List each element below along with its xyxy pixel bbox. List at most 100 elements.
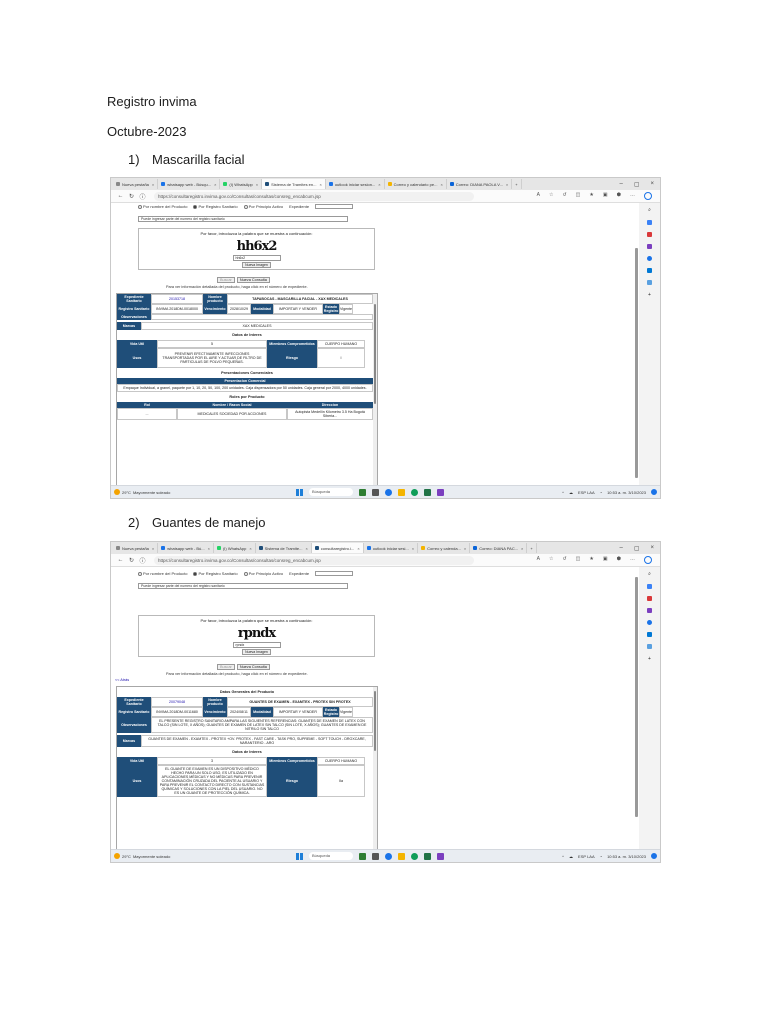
radio-producto[interactable]: Por nombre del Producto xyxy=(138,571,187,576)
tab-consultaregistro[interactable]: consultaregistro.i...× xyxy=(311,543,364,553)
maximize-icon[interactable]: ▢ xyxy=(633,181,640,188)
scroll-thumb[interactable] xyxy=(374,304,376,404)
new-tab-button[interactable]: + xyxy=(512,179,522,189)
windows-start-icon[interactable] xyxy=(296,488,303,496)
tab-correo[interactable]: Correo y calendario pe...× xyxy=(385,179,447,189)
language-indicator[interactable]: ESP LAA xyxy=(578,489,595,495)
close-icon[interactable]: × xyxy=(151,545,155,551)
outlook-icon[interactable] xyxy=(647,268,652,273)
refresh-icon[interactable]: ↺ xyxy=(562,192,567,198)
search-icon[interactable]: ⌕ xyxy=(648,571,651,577)
expediente-input[interactable] xyxy=(315,204,354,209)
cloud-icon[interactable]: ☁ xyxy=(569,489,574,495)
task-view-icon[interactable] xyxy=(372,488,379,496)
close-icon[interactable]: × xyxy=(319,181,322,187)
close-icon[interactable]: × xyxy=(305,545,308,551)
games-icon[interactable] xyxy=(647,256,652,261)
copilot-icon[interactable] xyxy=(644,556,652,564)
expediente-input[interactable] xyxy=(315,571,354,576)
star-icon[interactable]: ☆ xyxy=(548,192,554,198)
tab-correo-diana[interactable]: Correo: DIANA PAC...× xyxy=(470,543,528,553)
task-view-icon[interactable] xyxy=(372,852,379,860)
new-image-button[interactable]: Nueva Imagen xyxy=(242,649,271,655)
buscar-button[interactable]: Buscar xyxy=(217,277,235,283)
close-icon[interactable]: × xyxy=(378,181,381,187)
notification-icon[interactable] xyxy=(651,489,657,495)
radio-principio[interactable]: Por Principio Activo xyxy=(243,571,283,576)
expediente-value[interactable]: 20079048 xyxy=(151,697,203,707)
radio-registro[interactable]: Por Registro Sanitario xyxy=(193,571,238,576)
more-icon[interactable]: … xyxy=(630,192,635,198)
new-tab-button[interactable]: + xyxy=(527,543,537,553)
chevron-up-icon[interactable]: ^ xyxy=(562,489,565,495)
more-icon[interactable]: … xyxy=(630,556,635,562)
read-aloud-icon[interactable]: A xyxy=(536,556,540,562)
outlook-icon[interactable] xyxy=(647,632,652,637)
split-icon[interactable]: ◫ xyxy=(575,192,581,198)
copilot-icon[interactable] xyxy=(644,192,652,200)
close-icon[interactable]: × xyxy=(207,545,210,551)
tag-icon[interactable] xyxy=(647,220,652,225)
read-aloud-icon[interactable]: A xyxy=(536,192,540,198)
tab-whatsapp-search[interactable]: whatsapp web - Búsqu...× xyxy=(158,179,221,189)
close-window-icon[interactable]: × xyxy=(650,180,654,187)
close-window-icon[interactable]: × xyxy=(650,544,654,551)
favorites-icon[interactable]: ★ xyxy=(589,192,594,198)
excel-icon[interactable] xyxy=(424,852,431,860)
tab-whatsapp[interactable]: (I) WhatsApp× xyxy=(220,179,263,189)
chevron-up-icon[interactable]: ^ xyxy=(562,853,565,859)
close-icon[interactable]: × xyxy=(440,181,443,187)
people-icon[interactable] xyxy=(647,244,652,249)
search-icon[interactable]: ⌕ xyxy=(648,207,651,213)
info-icon[interactable]: ⓘ xyxy=(139,558,146,565)
new-image-button[interactable]: Nueva Imagen xyxy=(242,262,271,268)
close-icon[interactable]: × xyxy=(151,181,155,187)
edge-icon[interactable] xyxy=(385,852,392,860)
favorites-icon[interactable]: ★ xyxy=(589,556,594,562)
back-link[interactable]: << Atrás xyxy=(115,678,130,682)
drop-icon[interactable] xyxy=(647,644,652,649)
info-icon[interactable]: ⓘ xyxy=(139,194,146,201)
captcha-input[interactable]: hh6x2 xyxy=(232,255,281,261)
shopping-icon[interactable] xyxy=(647,232,652,237)
tab-sistema-tramites[interactable]: Sistema de Tramites en...× xyxy=(262,179,326,189)
chrome-icon[interactable] xyxy=(411,852,418,860)
people-icon[interactable] xyxy=(647,608,652,613)
split-icon[interactable]: ◫ xyxy=(575,556,581,562)
taskbar-search[interactable]: Búsqueda xyxy=(309,488,353,496)
add-icon[interactable]: + xyxy=(648,292,651,298)
nueva-consulta-button[interactable]: Nueva Consulta xyxy=(236,277,270,283)
tab-whatsapp[interactable]: (I) WhatsApp× xyxy=(214,543,256,553)
reload-icon[interactable]: ↻ xyxy=(128,557,135,564)
shopping-icon[interactable] xyxy=(647,596,652,601)
cloud-icon[interactable]: ☁ xyxy=(569,853,574,859)
minimize-icon[interactable]: – xyxy=(619,544,623,551)
close-icon[interactable]: × xyxy=(521,545,524,551)
back-icon[interactable]: ← xyxy=(117,557,124,563)
clock[interactable]: 10:53 a. m. 3/10/2023 xyxy=(607,490,646,495)
close-icon[interactable]: × xyxy=(411,545,415,551)
folder-icon[interactable] xyxy=(398,488,405,496)
tag-icon[interactable] xyxy=(647,584,652,589)
captcha-input[interactable]: rpndx xyxy=(232,642,281,648)
collections-icon[interactable]: ▣ xyxy=(602,192,608,198)
tab-correo[interactable]: Correo y calenda...× xyxy=(418,543,471,553)
page-scrollbar[interactable] xyxy=(635,248,638,478)
results-scrollbar[interactable] xyxy=(373,294,377,486)
page-scrollbar[interactable] xyxy=(635,577,638,817)
expediente-value[interactable]: 20153718 xyxy=(151,294,203,304)
url-field[interactable]: https://consultaregistro.invima.gov.co/C… xyxy=(154,191,474,201)
close-icon[interactable]: × xyxy=(249,545,252,551)
back-icon[interactable]: ← xyxy=(117,193,124,199)
tab-nueva-pestana[interactable]: Nueva pestaña× xyxy=(113,179,159,189)
url-field[interactable]: https://consultaregistro.invima.gov.co/C… xyxy=(154,555,474,565)
add-icon[interactable]: + xyxy=(648,656,651,662)
close-icon[interactable]: × xyxy=(463,545,467,551)
tab-outlook[interactable]: outlook iniciar sesion...× xyxy=(326,179,385,189)
radio-principio[interactable]: Por Principio Activo xyxy=(243,204,283,209)
results-scrollbar[interactable] xyxy=(373,687,377,850)
buscar-button[interactable]: Buscar xyxy=(217,664,235,670)
wifi-icon[interactable]: ◔ xyxy=(599,489,603,495)
close-icon[interactable]: × xyxy=(357,545,360,551)
